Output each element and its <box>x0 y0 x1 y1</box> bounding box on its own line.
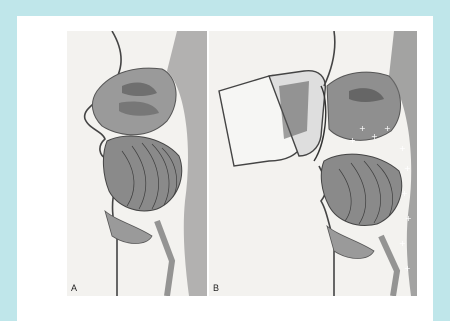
page-sheet: A <box>17 16 433 321</box>
svg-text:+: + <box>399 144 406 153</box>
svg-text:+: + <box>404 264 411 273</box>
panel-b-label: B <box>213 283 219 293</box>
svg-text:+: + <box>399 239 406 248</box>
anatomy-figure: A <box>67 31 417 296</box>
airway-illustration-a <box>67 31 207 296</box>
svg-text:+: + <box>401 189 408 198</box>
svg-text:+: + <box>371 132 378 141</box>
svg-text:+: + <box>404 164 411 173</box>
svg-text:+: + <box>349 136 356 145</box>
svg-text:+: + <box>384 124 391 133</box>
svg-text:+: + <box>359 124 366 133</box>
panel-b: +++ +++ +++ + B <box>209 31 417 296</box>
airway-illustration-b: +++ +++ +++ + <box>209 31 417 296</box>
panel-a: A <box>67 31 207 296</box>
panel-a-label: A <box>71 283 77 293</box>
svg-text:+: + <box>405 214 412 223</box>
